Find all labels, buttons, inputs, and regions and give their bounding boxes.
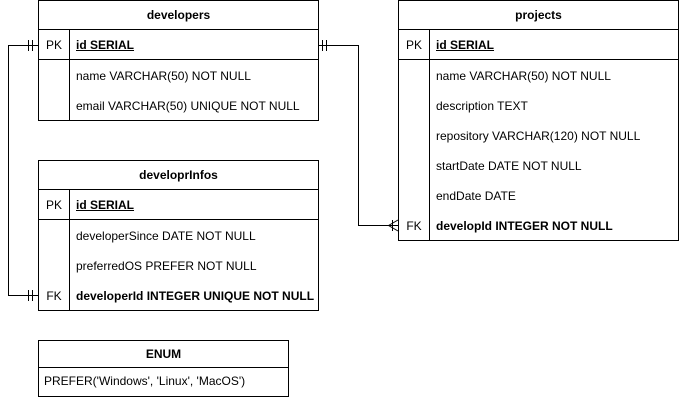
connector-developers-projects (319, 40, 399, 232)
enum-title: ENUM (39, 341, 288, 368)
projects-field-name: name VARCHAR(50) NOT NULL (436, 69, 611, 83)
pk-label: PK (45, 198, 62, 212)
developers-field-email: email VARCHAR(50) UNIQUE NOT NULL (76, 99, 300, 113)
projects-title: projects (399, 1, 678, 30)
pk-label: PK (405, 38, 422, 52)
developers-table[interactable]: developers PK id SERIAL name VARCHAR(50)… (38, 0, 319, 121)
developers-title: developers (39, 1, 318, 30)
fk-label: FK (406, 219, 422, 233)
developrinfos-table[interactable]: developrInfos PK id SERIAL developerSinc… (38, 160, 319, 311)
projects-field-description: description TEXT (436, 99, 528, 113)
developrinfos-pk-row: PK id SERIAL (39, 190, 318, 220)
developrinfos-field-preferredos: preferredOS PREFER NOT NULL (76, 259, 257, 273)
fk-label: FK (46, 289, 62, 303)
projects-field-startdate: startDate DATE NOT NULL (436, 159, 582, 173)
projects-pk-field: id SERIAL (436, 38, 495, 52)
projects-table[interactable]: projects PK id SERIAL name VARCHAR(50) N… (398, 0, 679, 241)
developrinfos-field-developersince: developerSince DATE NOT NULL (76, 229, 256, 243)
developers-field-name: name VARCHAR(50) NOT NULL (76, 69, 251, 83)
projects-fk-field: developId INTEGER NOT NULL (436, 219, 613, 233)
enum-value: PREFER('Windows', 'Linux', 'MacOS') (44, 374, 246, 388)
connector-developers-developrinfos (8, 40, 39, 301)
projects-pk-row: PK id SERIAL (399, 30, 678, 60)
developers-pk-row: PK id SERIAL (39, 30, 318, 60)
projects-field-repository: repository VARCHAR(120) NOT NULL (436, 129, 641, 143)
pk-label: PK (45, 38, 62, 52)
developers-pk-field: id SERIAL (76, 38, 135, 52)
developrinfos-title: developrInfos (39, 161, 318, 190)
developrinfos-pk-field: id SERIAL (76, 198, 135, 212)
developrinfos-fk-field: developerId INTEGER UNIQUE NOT NULL (76, 289, 315, 303)
enum-box[interactable]: ENUM PREFER('Windows', 'Linux', 'MacOS') (38, 340, 289, 397)
projects-field-enddate: endDate DATE (436, 189, 516, 203)
